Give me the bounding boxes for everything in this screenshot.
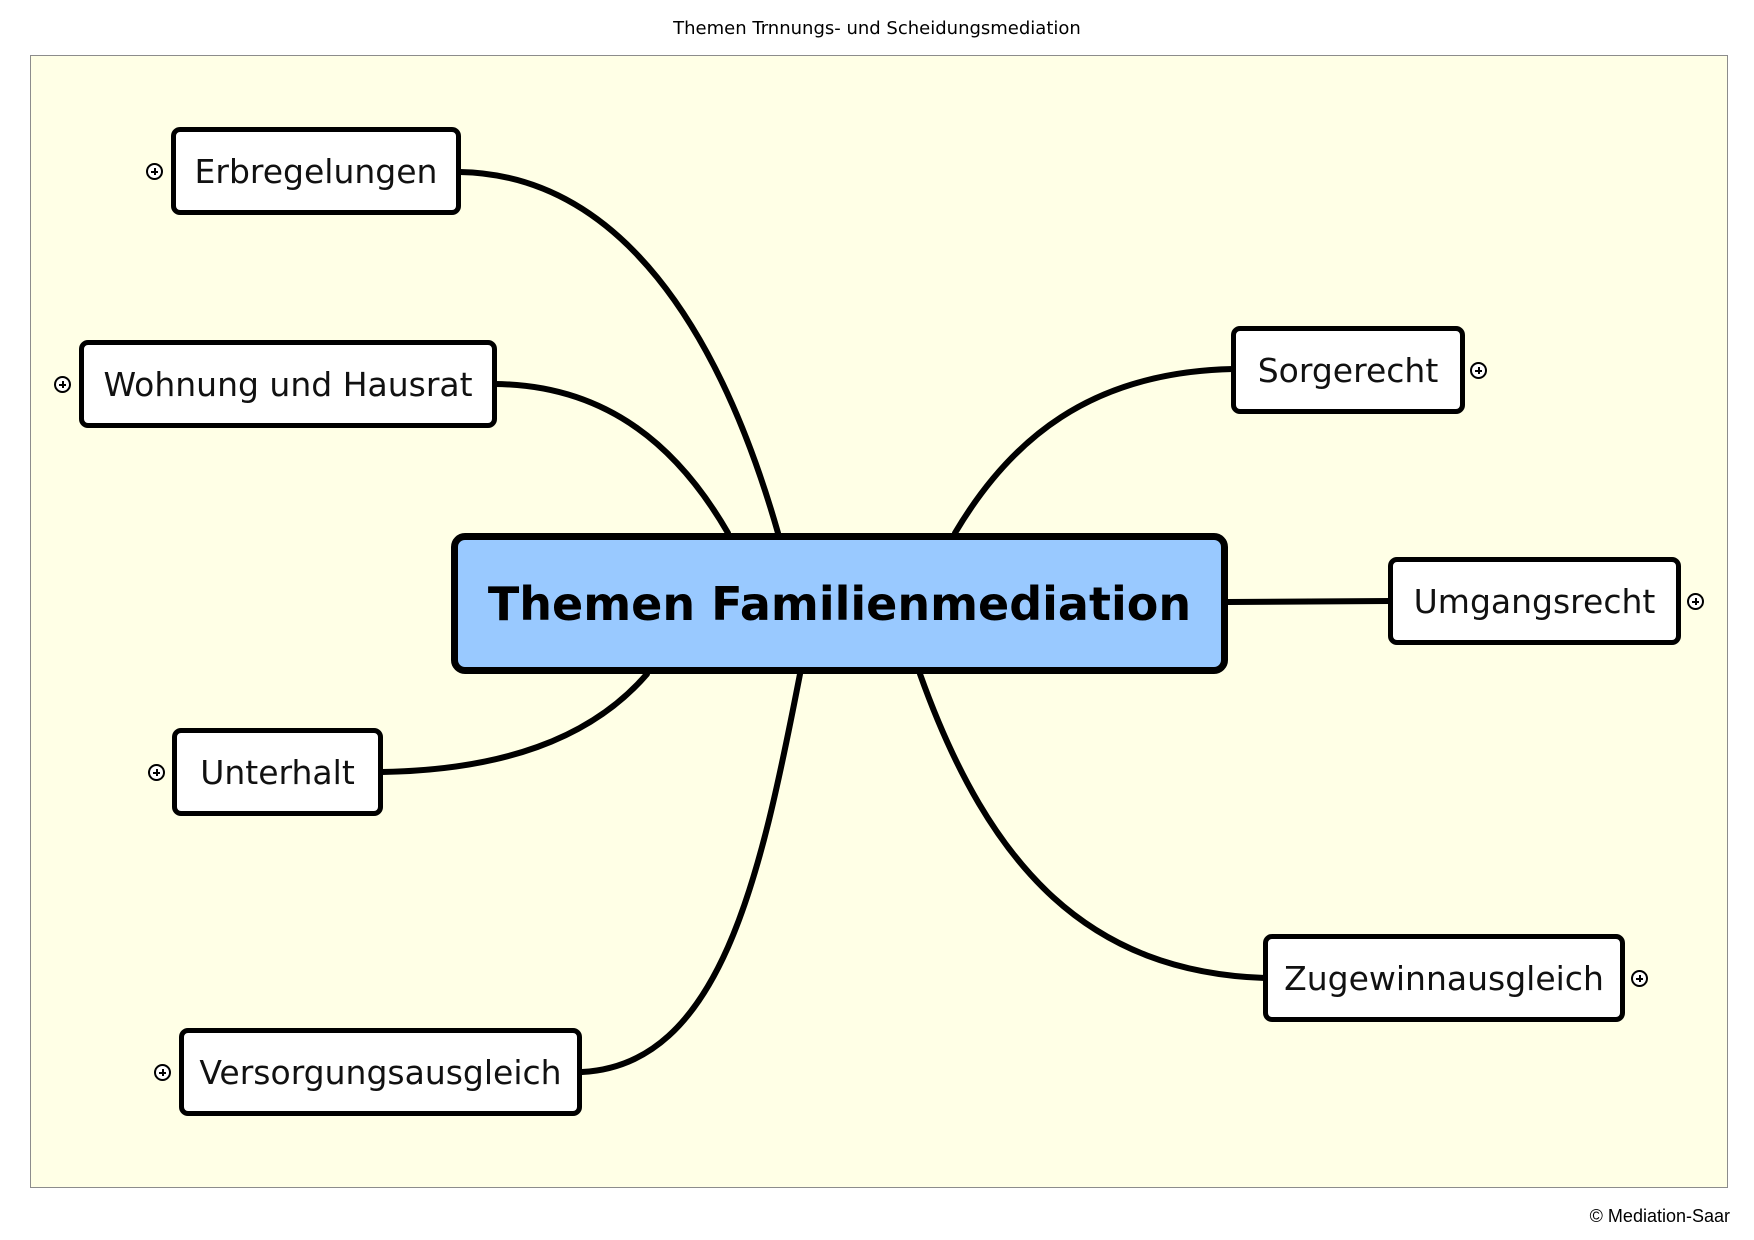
copyright-footer: © Mediation-Saar: [1589, 1206, 1730, 1226]
topic-versorgungsausgleich[interactable]: Versorgungsausgleich: [179, 1028, 582, 1116]
plus-circle-icon[interactable]: [1687, 593, 1704, 610]
topic-umgangsrecht[interactable]: Umgangsrecht: [1388, 557, 1681, 645]
plus-circle-icon[interactable]: [54, 376, 71, 393]
connector-erbregelungen: [457, 169, 781, 536]
page-title: Themen Trnnungs- und Scheidungsmediation: [673, 18, 1081, 39]
plus-circle-icon[interactable]: [1631, 970, 1648, 987]
connector-unterhalt: [379, 671, 650, 775]
topic-erbregelungen[interactable]: Erbregelungen: [171, 127, 461, 215]
topic-sorgerecht[interactable]: Sorgerecht: [1231, 326, 1465, 414]
plus-circle-icon[interactable]: [146, 163, 163, 180]
plus-circle-icon[interactable]: [154, 1064, 171, 1081]
topic-zugewinnausgleich[interactable]: Zugewinnausgleich: [1263, 934, 1625, 1022]
plus-circle-icon[interactable]: [1470, 362, 1487, 379]
topic-unterhalt[interactable]: Unterhalt: [172, 728, 383, 816]
connector-wohnung: [492, 381, 731, 536]
connector-sorgerecht: [952, 366, 1236, 536]
connector-umgangsrecht: [1225, 598, 1393, 605]
topic-wohnung-und-hausrat[interactable]: Wohnung und Hausrat: [79, 340, 497, 428]
connector-zugewinn: [917, 671, 1268, 981]
plus-circle-icon[interactable]: [148, 764, 165, 781]
connector-versorgung: [579, 671, 803, 1075]
central-topic[interactable]: Themen Familienmediation: [451, 533, 1228, 674]
